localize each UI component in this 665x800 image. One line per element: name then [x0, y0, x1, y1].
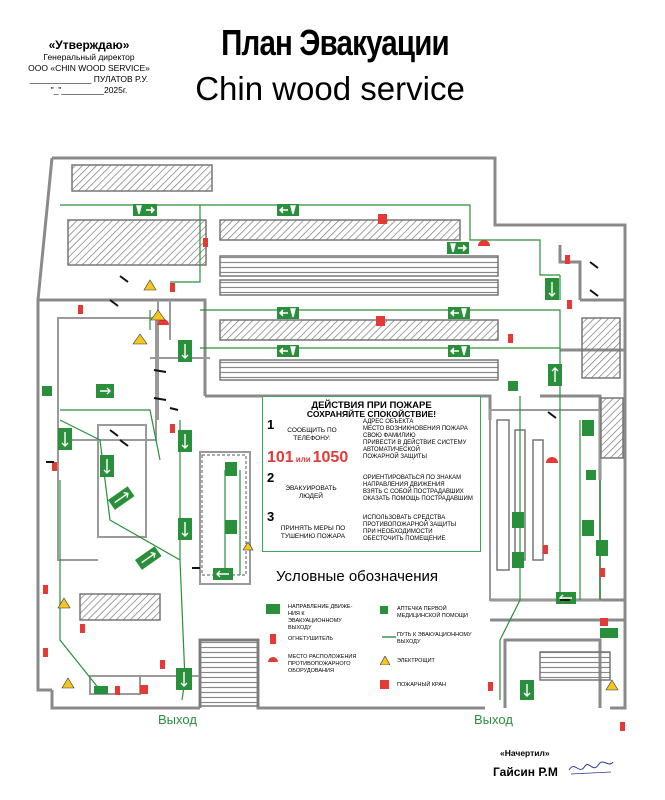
step-3-number: 3	[267, 509, 275, 524]
phone-primary: 101	[267, 449, 294, 466]
actions-subheading: СОХРАНЯЙТЕ СПОКОЙСТВИЕ!	[306, 409, 437, 419]
legend-direction: НАПРАВЛЕНИЕ ДВИЖЕ- НИЯ К ЭВАКУАЦИОННОМУ …	[288, 604, 353, 631]
fire-equipment-points	[157, 240, 558, 463]
legend-equipment: МЕСТО РАСПОЛОЖЕНИЯ ПРОТИВОПОЖАРНОГО ОБОР…	[288, 654, 357, 674]
bullet: ВЗЯТЬ С СОБОЙ ПОСТРАДАВШИХ	[363, 489, 464, 495]
approval-signatory: _____________ ПУЛАТОВ Р.У.	[29, 74, 149, 84]
phone-separator: или	[295, 455, 311, 464]
fire-actions-panel: ДЕЙСТВИЯ ПРИ ПОЖАРЕ СОХРАНЯЙТЕ СПОКОЙСТВ…	[262, 396, 481, 552]
doors	[46, 261, 599, 601]
route-line-icon	[382, 636, 396, 638]
legend-first-aid: АПТЕЧКА ПЕРВОЙ МЕДИЦИНСКОЙ ПОМОЩИ	[397, 606, 468, 619]
bullet: ОКАЗАТЬ ПОМОЩЬ ПОСТРАДАВШИМ	[363, 496, 473, 502]
approval-title: «Утверждаю»	[48, 38, 130, 52]
bullet: ОРИЕНТИРОВАТЬСЯ ПО ЗНАКАМ	[363, 475, 462, 481]
step-1-number: 1	[267, 417, 275, 432]
bullet: ПРИВЕСТИ В ДЕЙСТВИЕ СИСТЕМУ	[363, 440, 467, 446]
approval-company: ООО «CHIN WOOD SERVICE»	[28, 63, 150, 73]
legend-title: Условные обозначения	[276, 568, 439, 585]
extinguishers	[43, 238, 625, 731]
fire-equipment-icon	[268, 657, 278, 662]
first-aid-kits	[42, 381, 596, 480]
exit-label-left: Выход	[158, 712, 197, 727]
electrical-panels	[57, 279, 619, 691]
approval-date: "_"_________2025г.	[50, 85, 128, 95]
bullet: АВТОМАТИЧЕСКОЙ	[363, 447, 420, 453]
legend-extinguisher: ОГНЕТУШИТЕЛЬ	[288, 636, 333, 642]
drawer-name: Гайсин Р.М	[493, 765, 558, 779]
bullet: ПОЖАРНОЙ ЗАЩИТЫ	[363, 454, 427, 460]
bullet: ПРОТИВОПОЖАРНОЙ ЗАЩИТЫ	[363, 522, 457, 528]
legend-hydrant: ПОЖАРНЫЙ КРАН	[397, 682, 446, 688]
bullet: НАПРАВЛЕНИЯ ДВИЖЕНИЯ	[363, 482, 445, 488]
step-2-text: ЭВАКУИРОВАТЬ ЛЮДЕЙ	[285, 485, 337, 500]
exit-signs	[58, 204, 618, 700]
step-3-text: ПРИНЯТЬ МЕРЫ ПО ТУШЕНИЮ ПОЖАРА	[280, 525, 346, 540]
step-1-bullets: АДРЕС ОБЪЕКТА МЕСТО ВОЗНИКНОВЕНИЯ ПОЖАРА…	[363, 419, 468, 461]
step-3-bullets: ИСПОЛЬЗОВАТЬ СРЕДСТВА ПРОТИВОПОЖАРНОЙ ЗА…	[363, 515, 456, 543]
legend-route: ПУТЬ К ЭВАКУАЦИОННОМУ ВЫХОДУ	[397, 632, 472, 645]
step-2-bullets: ОРИЕНТИРОВАТЬСЯ ПО ЗНАКАМ НАПРАВЛЕНИЯ ДВ…	[363, 475, 473, 503]
approval-position: Генеральный директор	[43, 52, 135, 62]
signature-image	[568, 761, 614, 775]
phone-secondary: 1050	[312, 449, 349, 466]
page-subtitle: Chin wood service	[195, 70, 465, 107]
page-title: План Эвакуации	[221, 22, 450, 63]
approval-block: «Утверждаю» Генеральный директор ООО «CH…	[14, 38, 164, 96]
bullet: АДРЕС ОБЪЕКТА	[363, 419, 414, 425]
bullet: СВОЮ ФАМИЛИЮ	[363, 433, 416, 439]
bullet: ИСПОЛЬЗОВАТЬ СРЕДСТВА	[363, 515, 446, 521]
actions-heading: ДЕЙСТВИЯ ПРИ ПОЖАРЕ	[311, 400, 432, 411]
legend-electric: ЭЛЕКТРОЩИТ	[397, 658, 435, 664]
equipment-areas	[67, 164, 624, 707]
bullet: ОБЕСТОЧИТЬ ПОМЕЩЕНИЕ	[363, 536, 446, 542]
electric-panel-icon	[380, 656, 390, 665]
bullet: МЕСТО ВОЗНИКНОВЕНИЯ ПОЖАРА	[363, 426, 468, 432]
step-1-text: СООБЩИТЬ ПО ТЕЛЕФОНУ:	[287, 427, 337, 442]
exit-sign-icon	[266, 604, 280, 614]
extinguisher-icon	[270, 634, 276, 644]
first-aid-icon	[380, 606, 388, 614]
drawn-label: «Начертил»	[500, 748, 550, 758]
bullet: ПРИ НЕОБХОДИМОСТИ	[363, 529, 433, 535]
step-2-number: 2	[267, 470, 275, 485]
exit-label-right: Выход	[474, 712, 513, 727]
legend: Условные обозначения НАПРАВЛЕНИЕ ДВИЖЕ- …	[262, 556, 481, 706]
fire-hydrant-icon	[380, 680, 389, 689]
